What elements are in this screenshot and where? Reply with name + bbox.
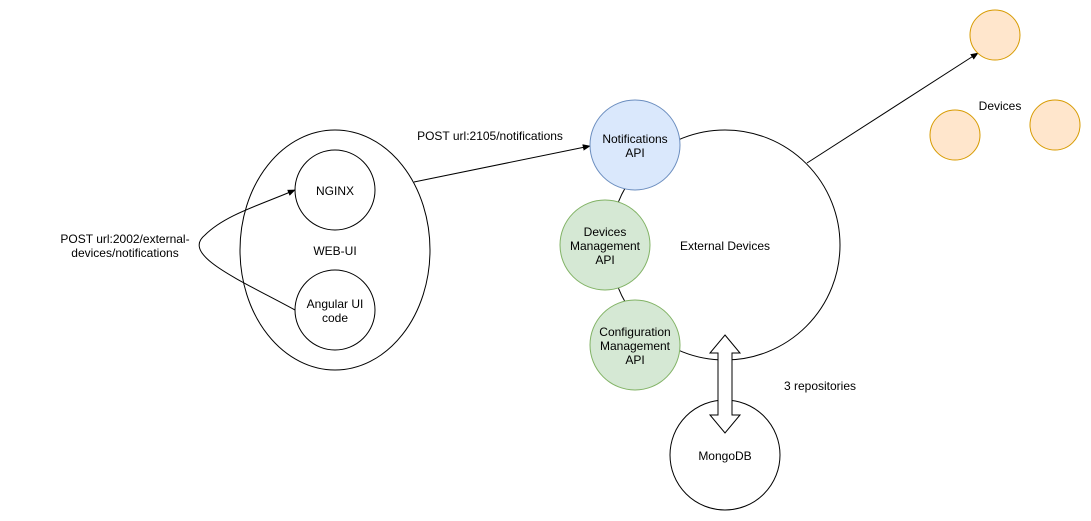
notifications-api-node [589, 99, 681, 191]
device-node [929, 109, 981, 161]
repositories-label: 3 repositories [784, 379, 856, 393]
devices-edge [806, 52, 979, 164]
angular-ui-label-line2: code [322, 311, 348, 325]
external-notifications-edge [198, 189, 296, 311]
devices-management-api-label-line1: Devices [584, 225, 627, 239]
post-external-label-line1: POST url:2002/external- [60, 232, 189, 246]
post-external-label-line2: devices/notifications [71, 246, 178, 260]
external-devices-label: External Devices [680, 239, 770, 253]
configuration-management-api-label-line1: Configuration [599, 325, 670, 339]
notifications-api-label-line2: API [625, 146, 644, 160]
devices-management-api-node [559, 199, 651, 291]
configuration-management-api-label-line2: Management [600, 339, 671, 353]
device-node [969, 9, 1021, 61]
devices-management-api-label-line2: Management [570, 239, 641, 253]
post-notifications-label: POST url:2105/notifications [417, 129, 563, 143]
post-notifications-edge [413, 144, 591, 183]
mongodb-label: MongoDB [698, 449, 751, 463]
angular-ui-label-line1: Angular UI [307, 297, 364, 311]
configuration-management-api-node [589, 299, 681, 391]
notifications-api-label-line1: Notifications [602, 132, 667, 146]
device-node [1029, 99, 1081, 151]
devices-label: Devices [979, 99, 1022, 113]
web-ui-label: WEB-UI [313, 244, 356, 258]
repositories-double-arrow [708, 334, 742, 434]
nginx-label: NGINX [316, 184, 354, 198]
devices-management-api-label-line3: API [595, 253, 614, 267]
configuration-management-api-label-line3: API [625, 353, 644, 367]
